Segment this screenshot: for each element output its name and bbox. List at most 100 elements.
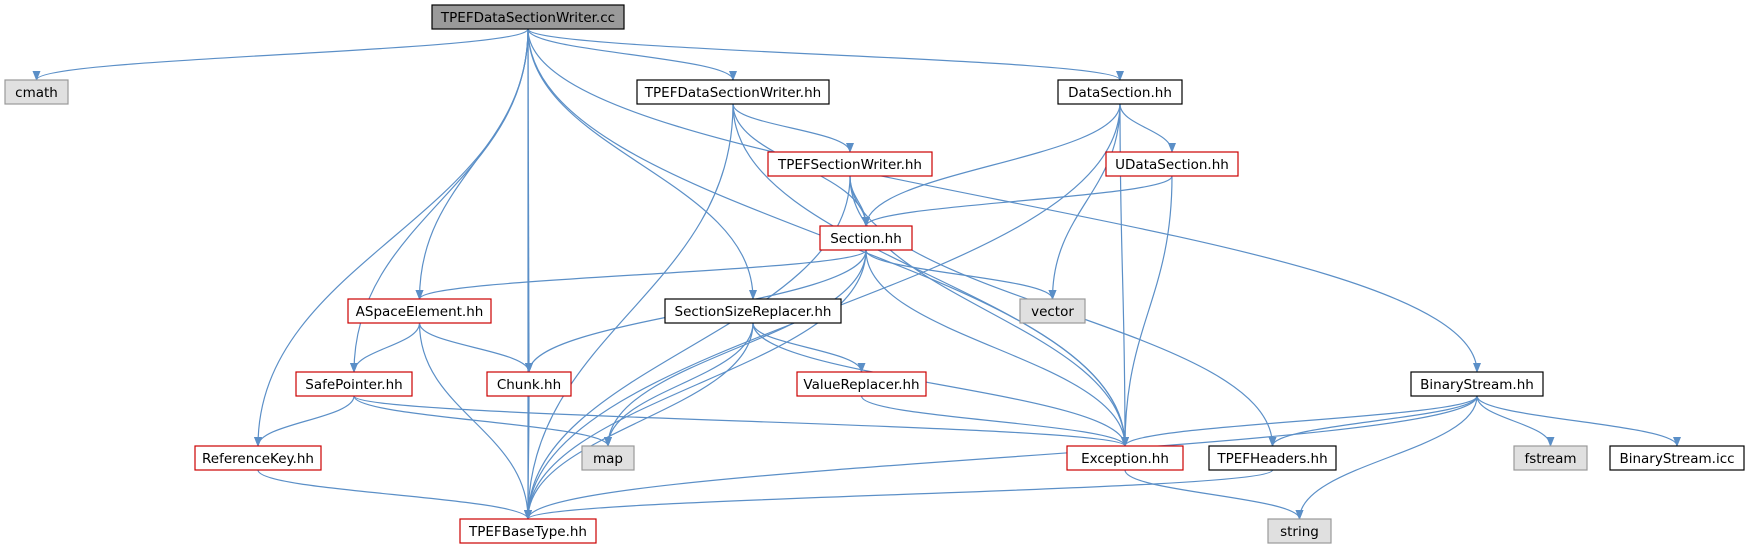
edge-exception-to-string <box>1124 469 1304 520</box>
edge-root-to-cmath <box>32 28 529 81</box>
node-map[interactable]: map <box>581 445 635 471</box>
edge-root-to-tdsw_hh <box>527 28 737 81</box>
nodes-layer: TPEFDataSectionWriter.cc cmath TPEFDataSec… <box>4 4 1745 544</box>
node-label: string <box>1280 524 1319 540</box>
edge-tdsw_hh-to-exception <box>732 103 1129 447</box>
edge-tsw-to-section <box>849 175 870 227</box>
node-box <box>1208 445 1337 471</box>
node-box <box>194 445 322 471</box>
node-label: DataSection.hh <box>1068 85 1172 101</box>
node-label: ReferenceKey.hh <box>202 451 314 467</box>
edge-root-to-refkey <box>254 28 529 447</box>
edge-root-to-ssr <box>527 28 757 300</box>
node-box <box>486 371 572 397</box>
node-label: SafePointer.hh <box>305 377 402 393</box>
node-box <box>1019 298 1086 324</box>
node-label: TPEFBaseType.hh <box>468 524 587 540</box>
node-binarystream-hh[interactable]: BinaryStream.hh <box>1410 371 1544 397</box>
edge-ssr-to-basetype <box>524 322 754 520</box>
edge-ssr-to-map <box>604 322 754 447</box>
node-exception-hh[interactable]: Exception.hh <box>1066 445 1184 471</box>
node-label: vector <box>1031 304 1074 320</box>
edge-binstream-to-fstream <box>1476 395 1555 447</box>
node-box <box>1513 445 1588 471</box>
node-box <box>459 518 597 544</box>
node-sectionsizereplacer-hh[interactable]: SectionSizeReplacer.hh <box>664 298 842 324</box>
edge-ssr-to-exception <box>752 322 1129 447</box>
edge-refkey-to-basetype <box>257 469 532 520</box>
edge-tdsw_hh-to-tsw <box>732 103 854 153</box>
node-box <box>819 225 913 251</box>
node-tpefbasetype-hh[interactable]: TPEFBaseType.hh <box>459 518 597 544</box>
node-box <box>4 79 69 105</box>
node-safepointer-hh[interactable]: SafePointer.hh <box>295 371 413 397</box>
edge-binstream-to-basetype <box>524 395 1478 520</box>
edge-chunk-to-basetype <box>524 395 533 520</box>
edge-aspace-to-safeptr <box>350 322 421 373</box>
edge-valrep-to-exception <box>860 395 1129 447</box>
edge-section-to-aspace <box>415 249 867 300</box>
node-binarystream-icc[interactable]: BinaryStream.icc <box>1609 445 1745 471</box>
edge-binstream-to-tpefheaders <box>1268 395 1478 447</box>
node-box <box>1410 371 1544 397</box>
node-box <box>796 371 927 397</box>
node-box <box>1267 518 1332 544</box>
node-tpefdatasectionwriter-cc[interactable]: TPEFDataSectionWriter.cc <box>431 4 625 30</box>
edge-udata-to-section <box>862 175 1173 227</box>
node-label: SectionSizeReplacer.hh <box>675 304 832 320</box>
node-tpefdatasectionwriter-hh[interactable]: TPEFDataSectionWriter.hh <box>636 79 830 105</box>
node-box <box>767 151 933 177</box>
node-label: TPEFHeaders.hh <box>1216 451 1327 467</box>
node-label: fstream <box>1524 451 1576 467</box>
node-label: TPEFDataSectionWriter.cc <box>440 10 615 26</box>
edge-safeptr-to-refkey <box>254 395 355 447</box>
node-label: Chunk.hh <box>497 377 561 393</box>
edge-safeptr-to-map <box>353 395 612 447</box>
node-box <box>664 298 842 324</box>
node-datasection-hh[interactable]: DataSection.hh <box>1057 79 1183 105</box>
node-tpefsectionwriter-hh[interactable]: TPEFSectionWriter.hh <box>767 151 933 177</box>
node-box <box>1105 151 1239 177</box>
node-label: BinaryStream.icc <box>1619 451 1734 467</box>
node-cmath[interactable]: cmath <box>4 79 69 105</box>
edge-root-to-binstream <box>527 28 1481 373</box>
edge-binstream-to-exception <box>1121 395 1478 447</box>
edge-datasection-to-section <box>862 103 1121 227</box>
edge-aspace-to-chunk <box>418 322 533 373</box>
node-section-hh[interactable]: Section.hh <box>819 225 913 251</box>
node-label: UDataSection.hh <box>1115 157 1229 173</box>
node-label: BinaryStream.hh <box>1420 377 1534 393</box>
edge-datasection-to-udata <box>1119 103 1176 153</box>
node-udatasection-hh[interactable]: UDataSection.hh <box>1105 151 1239 177</box>
edge-datasection-to-vector <box>1048 103 1121 300</box>
node-aspaceelement-hh[interactable]: ASpaceElement.hh <box>347 298 492 324</box>
node-referencekey-hh[interactable]: ReferenceKey.hh <box>194 445 322 471</box>
node-label: cmath <box>15 85 58 101</box>
node-box <box>1609 445 1745 471</box>
edge-ssr-to-valrep <box>752 322 866 373</box>
node-box <box>431 4 625 30</box>
node-valuereplacer-hh[interactable]: ValueReplacer.hh <box>796 371 927 397</box>
node-label: TPEFSectionWriter.hh <box>777 157 922 173</box>
node-label: map <box>593 451 623 467</box>
node-label: Exception.hh <box>1081 451 1169 467</box>
edge-aspace-to-basetype <box>418 322 532 520</box>
node-tpefheaders-hh[interactable]: TPEFHeaders.hh <box>1208 445 1337 471</box>
node-string[interactable]: string <box>1267 518 1332 544</box>
edge-section-to-map <box>604 249 867 447</box>
node-box <box>581 445 635 471</box>
node-box <box>1066 445 1184 471</box>
edge-binstream-to-string <box>1295 395 1478 520</box>
node-vector[interactable]: vector <box>1019 298 1086 324</box>
edge-tdsw_hh-to-basetype <box>524 103 734 520</box>
node-box <box>347 298 492 324</box>
node-chunk-hh[interactable]: Chunk.hh <box>486 371 572 397</box>
node-box <box>295 371 413 397</box>
edge-binstream-to-binstream_icc <box>1476 395 1681 447</box>
edge-section-to-basetype <box>524 249 867 520</box>
edge-root-to-datasection <box>527 28 1124 81</box>
node-label: ASpaceElement.hh <box>356 304 484 320</box>
edge-section-to-exception <box>865 249 1129 447</box>
node-fstream[interactable]: fstream <box>1513 445 1588 471</box>
